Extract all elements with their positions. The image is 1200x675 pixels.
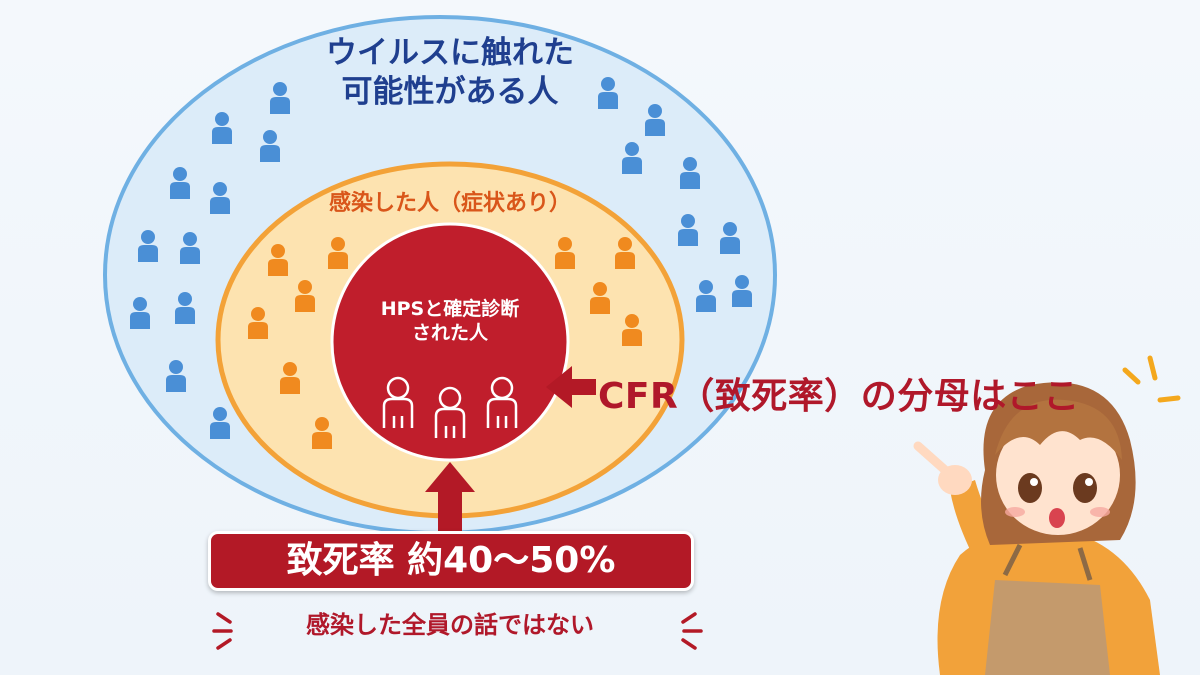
person-icon	[598, 77, 618, 109]
person-icon	[175, 292, 195, 324]
footnote-text: 感染した全員の話ではない	[306, 611, 594, 639]
middle-ring-label: 感染した人（症状あり）	[328, 191, 571, 216]
person-icon	[622, 314, 642, 346]
arrow-up-icon	[425, 462, 475, 536]
person-icon	[615, 237, 635, 269]
person-icon	[210, 407, 230, 439]
person-icon	[268, 244, 288, 276]
people-layer	[130, 77, 752, 449]
person-icon	[260, 130, 280, 162]
person-icon	[270, 82, 290, 114]
outer-ring-label: ウイルスに触れた 可能性がある人	[240, 34, 660, 112]
person-icon	[312, 417, 332, 449]
girl-pointing-illustration	[913, 382, 1160, 675]
person-icon	[212, 112, 232, 144]
person-icon	[678, 214, 698, 246]
person-icon	[166, 360, 186, 392]
person-icon	[555, 237, 575, 269]
person-icon	[622, 142, 642, 174]
person-icon	[280, 362, 300, 394]
person-icon	[434, 386, 466, 438]
person-icon	[210, 182, 230, 214]
person-icon	[720, 222, 740, 254]
person-icon	[590, 282, 610, 314]
person-icon	[170, 167, 190, 199]
inner-circle-label-line1: HPSと確定診断	[380, 298, 520, 320]
person-icon	[382, 376, 414, 428]
outer-ring-label-line1: ウイルスに触れた	[326, 35, 574, 71]
attention-lines-icon	[1122, 355, 1181, 403]
emphasis-lines-icon	[212, 612, 703, 650]
fatality-rate-banner: 致死率 約40〜50%	[208, 531, 694, 591]
person-icon	[248, 307, 268, 339]
person-icon	[138, 230, 158, 262]
person-icon	[130, 297, 150, 329]
inner-circle-label-line2: された人	[411, 321, 488, 344]
person-icon	[732, 275, 752, 307]
person-icon	[696, 280, 716, 312]
person-icon	[680, 157, 700, 189]
inner-circle	[330, 222, 570, 462]
person-icon	[180, 232, 200, 264]
inner-circle-label: HPSと確定診断 された人	[350, 298, 550, 346]
person-icon	[295, 280, 315, 312]
person-icon	[328, 237, 348, 269]
person-icon	[645, 104, 665, 136]
cfr-pointer-label: CFR（致死率）の分母はここ	[598, 376, 1080, 417]
arrow-left-icon	[546, 366, 596, 408]
person-icon	[486, 376, 518, 428]
outer-ring-label-line2: 可能性がある人	[341, 73, 559, 110]
